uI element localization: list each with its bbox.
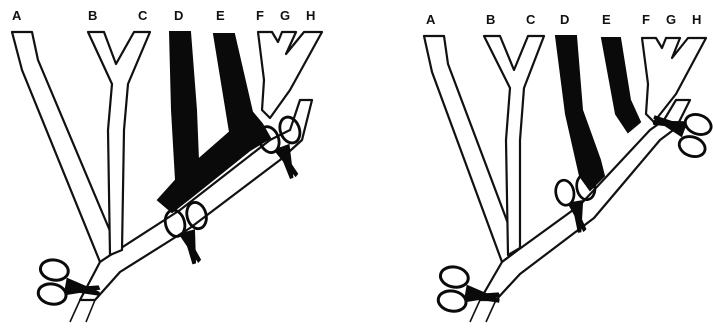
tip-label-h: H (306, 8, 315, 23)
branch-a (12, 32, 118, 262)
tip-label-d: D (174, 8, 183, 23)
panel-left: A B C D E F G H (12, 8, 322, 322)
tip-label-g: G (666, 12, 676, 27)
highlight-branch-e (602, 38, 640, 132)
tip-label-h: H (692, 12, 701, 27)
panel-right: A B C D E F G H (424, 12, 713, 322)
tip-label-b: B (88, 8, 97, 23)
tip-label-f: F (256, 8, 264, 23)
tip-label-a: A (426, 12, 436, 27)
highlight-branch-d (556, 36, 604, 190)
branch-fgh (258, 32, 322, 118)
tip-label-b: B (486, 12, 495, 27)
root-line (86, 300, 95, 322)
tip-label-c: C (138, 8, 148, 23)
tip-label-a: A (12, 8, 22, 23)
tip-label-c: C (526, 12, 536, 27)
tip-label-d: D (560, 12, 569, 27)
tip-label-e: E (216, 8, 225, 23)
tip-label-e: E (602, 12, 611, 27)
tip-label-f: F (642, 12, 650, 27)
tip-label-g: G (280, 8, 290, 23)
root-line (486, 300, 496, 322)
root-line (470, 300, 480, 322)
root-line (70, 300, 80, 322)
